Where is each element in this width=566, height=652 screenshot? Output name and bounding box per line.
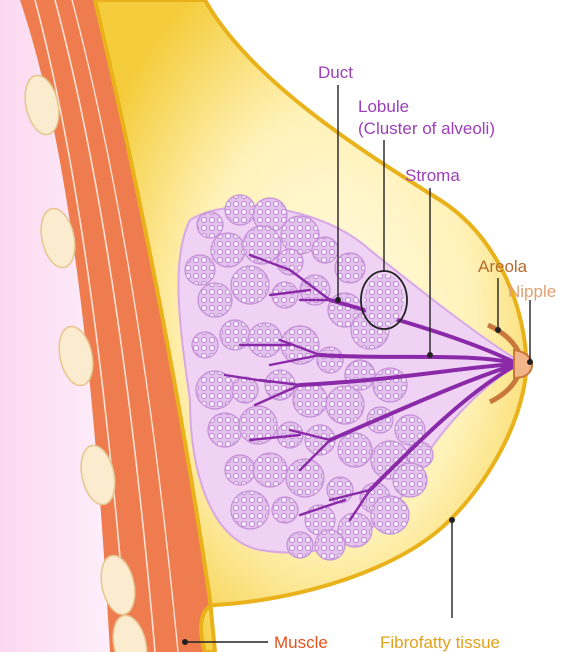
- lobule-sublabel: (Cluster of alveoli): [358, 119, 495, 138]
- stroma-label: Stroma: [405, 166, 460, 185]
- lobule-cluster: [312, 237, 338, 263]
- lobule-cluster: [315, 530, 345, 560]
- lobule-cluster: [211, 233, 245, 267]
- lobule-cluster: [287, 532, 313, 558]
- areola-leader-dot: [495, 327, 501, 333]
- nipple-label: Nipple: [508, 282, 556, 301]
- lobule-cluster: [253, 453, 287, 487]
- lobule-cluster: [231, 491, 269, 529]
- areola-label: Areola: [478, 257, 528, 276]
- muscle-label: Muscle: [274, 633, 328, 652]
- lobule-cluster: [232, 377, 258, 403]
- lobule-cluster: [225, 195, 255, 225]
- fibrofatty-leader-dot: [449, 517, 455, 523]
- lobule-cluster: [335, 253, 365, 283]
- highlighted-lobule: [364, 274, 404, 326]
- fibrofatty-label: Fibrofatty tissue: [380, 633, 500, 652]
- lobule-label: Lobule: [358, 97, 409, 116]
- lobule-cluster: [197, 212, 223, 238]
- lobule-cluster: [345, 360, 375, 390]
- lobule-cluster: [192, 332, 218, 358]
- lobule-cluster: [373, 368, 407, 402]
- lobule-cluster: [338, 433, 372, 467]
- lobule-cluster: [326, 386, 364, 424]
- lobule-cluster: [272, 497, 298, 523]
- stroma-leader-dot: [427, 352, 433, 358]
- muscle-leader-dot: [182, 639, 188, 645]
- lobule-cluster: [248, 323, 282, 357]
- lobule-cluster: [371, 496, 409, 534]
- lobule-cluster: [393, 463, 427, 497]
- lobule-cluster: [293, 383, 327, 417]
- lobule-cluster: [231, 266, 269, 304]
- duct-label: Duct: [318, 63, 353, 82]
- lobule-cluster: [225, 455, 255, 485]
- lobule-cluster: [185, 255, 215, 285]
- lobule-cluster: [317, 347, 343, 373]
- lobule-cluster: [208, 413, 242, 447]
- nipple-leader-dot: [527, 359, 533, 365]
- duct-leader-dot: [335, 297, 341, 303]
- lobule-cluster: [198, 283, 232, 317]
